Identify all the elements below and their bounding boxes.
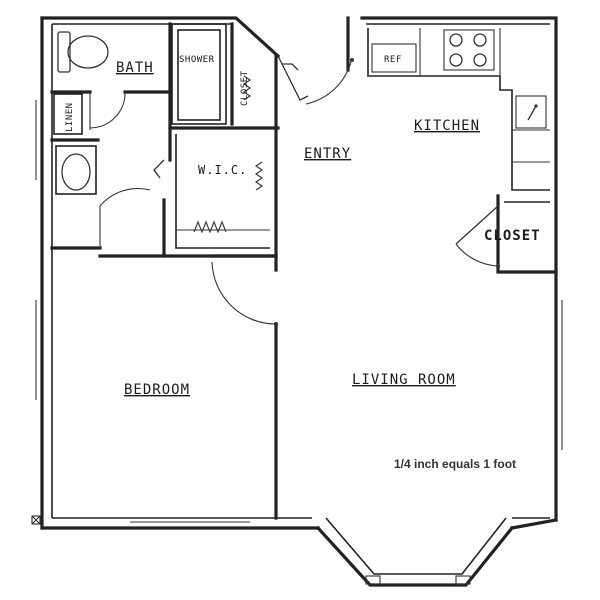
outer-walls [31, 16, 563, 587]
room-label-closet: CLOSET [484, 228, 541, 244]
room-label-wic: W.I.C. [198, 163, 247, 177]
scale-note: 1/4 inch equals 1 foot [394, 457, 516, 471]
room-label-small-closet: CLOSET [240, 70, 250, 106]
sink-icon [527, 104, 538, 121]
toilet-bowl [67, 35, 109, 69]
closet-door-swing [455, 243, 499, 267]
bedroom-door-swing [99, 187, 151, 207]
wic-hanger-icon [255, 161, 263, 191]
room-label-entry: ENTRY [304, 146, 351, 162]
room-label-living-room: LIVING ROOM [352, 372, 456, 388]
wic-shelf-hanger-icon [193, 220, 227, 234]
toilet-tank [57, 31, 71, 73]
room-label-ref: REF [384, 55, 402, 65]
room-label-linen: LINEN [65, 102, 75, 132]
bath-door-swing [89, 91, 126, 129]
room-label-kitchen: KITCHEN [414, 118, 480, 134]
living-door-swing [211, 261, 277, 325]
entry-door-leaf [277, 55, 309, 101]
washer-icon [61, 153, 91, 191]
stove-icon [449, 33, 487, 67]
entry-door-swing [305, 57, 353, 105]
refrigerator [371, 43, 417, 73]
doors [89, 55, 500, 326]
fixtures [57, 31, 538, 234]
room-label-bath: BATH [116, 60, 154, 76]
interior-walls [50, 16, 558, 520]
room-label-shower: SHOWER [179, 55, 215, 65]
closet-hanger-icon [243, 75, 251, 101]
room-label-bedroom: BEDROOM [124, 382, 190, 398]
wic-door [153, 159, 165, 179]
